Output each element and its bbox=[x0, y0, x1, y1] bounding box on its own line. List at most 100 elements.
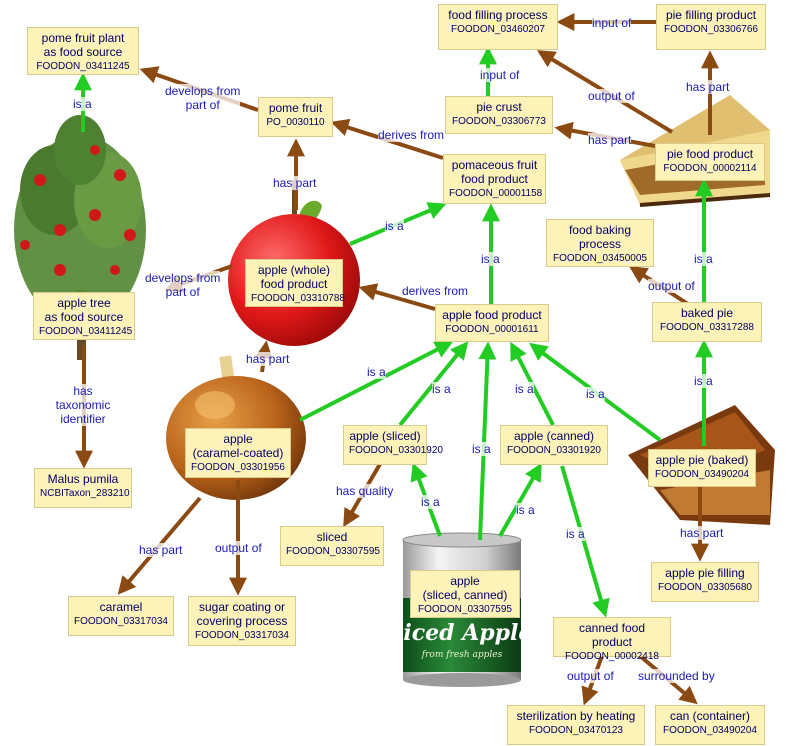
node-id: FOODON_03317034 bbox=[195, 630, 289, 641]
node-id: FOODON_03306766 bbox=[664, 24, 758, 35]
edge-label-is-a: is a bbox=[367, 365, 386, 379]
node-id: FOODON_03301956 bbox=[191, 462, 285, 473]
edge-is-a bbox=[299, 341, 454, 422]
node-pomaceous-fruit-food-product[interactable]: pomaceous fruit food product FOODON_0000… bbox=[443, 154, 546, 204]
node-label: pome fruit bbox=[268, 101, 323, 115]
edge-label-output-of: output of bbox=[588, 89, 635, 103]
edge-label-surrounded-by: surrounded by bbox=[638, 669, 715, 683]
node-label: can (container) bbox=[669, 709, 751, 723]
node-label: apple (sliced) bbox=[349, 429, 421, 443]
node-label: pomaceous fruit food product bbox=[451, 158, 538, 186]
apple-tree-illustration bbox=[14, 115, 146, 360]
edge-label-has-part: has part bbox=[139, 543, 183, 557]
node-id: FOODON_03307595 bbox=[418, 604, 512, 615]
node-apple-tree[interactable]: apple tree as food source FOODON_0341124… bbox=[33, 292, 135, 340]
node-id: FOODON_00001158 bbox=[449, 188, 543, 199]
node-id: NCBITaxon_283210 bbox=[40, 488, 130, 499]
node-id: FOODON_03450005 bbox=[553, 253, 647, 264]
node-id: FOODON_03317034 bbox=[74, 616, 168, 627]
node-label: baked pie bbox=[680, 306, 734, 320]
node-label: canned food product bbox=[578, 621, 646, 649]
edges bbox=[74, 13, 719, 706]
node-id: FOODON_03490204 bbox=[663, 725, 757, 736]
node-apple-pie-baked[interactable]: apple pie (baked) FOODON_03490204 bbox=[648, 449, 756, 487]
node-apple-food-product[interactable]: apple food product FOODON_00001611 bbox=[435, 304, 549, 342]
node-pome-fruit-plant[interactable]: pome fruit plant as food source FOODON_0… bbox=[27, 27, 139, 75]
node-id: FOODON_03411245 bbox=[39, 326, 133, 337]
node-id: FOODON_00002418 bbox=[565, 651, 659, 662]
node-id: FOODON_03460207 bbox=[451, 24, 545, 35]
edge-label-has-quality: has quality bbox=[336, 484, 394, 498]
edge-label-has-part: has part bbox=[273, 176, 317, 190]
node-label: apple (canned) bbox=[513, 429, 595, 443]
edge-label-derives-from: derives from bbox=[378, 128, 445, 142]
node-label: caramel bbox=[99, 600, 143, 614]
node-label: apple (whole) food product bbox=[257, 263, 331, 291]
node-label: food baking process bbox=[568, 223, 632, 251]
edge-label-is-a: is a bbox=[586, 387, 605, 401]
node-label: pie crust bbox=[476, 100, 522, 114]
node-label: apple pie (baked) bbox=[655, 453, 749, 467]
node-sliced[interactable]: sliced FOODON_03307595 bbox=[280, 526, 384, 566]
node-pie-food-product[interactable]: pie food product FOODON_00002114 bbox=[655, 143, 765, 181]
node-food-filling-process[interactable]: food filling process FOODON_03460207 bbox=[438, 4, 558, 50]
node-id: FOODON_03490204 bbox=[655, 469, 749, 480]
can-tagline-text: from fresh apples bbox=[421, 650, 503, 660]
edge-label-input-of: input of bbox=[480, 68, 520, 82]
can-brand-text: Sliced Apples bbox=[379, 620, 545, 646]
node-apple-whole-food-product[interactable]: apple (whole) food product FOODON_033107… bbox=[245, 259, 345, 307]
node-id: FOODON_03301920 bbox=[507, 445, 601, 456]
node-sugar-coating-process[interactable]: sugar coating or covering process FOODON… bbox=[188, 596, 296, 646]
node-label: sliced bbox=[316, 530, 348, 544]
edge-label-develops-from: develops from part of bbox=[165, 84, 241, 112]
node-id: FOODON_03305680 bbox=[658, 582, 752, 593]
node-label: sugar coating or covering process bbox=[196, 600, 288, 628]
edge-label-is-a: is a bbox=[385, 219, 404, 233]
node-apple-pie-filling[interactable]: apple pie filling FOODON_03305680 bbox=[651, 562, 759, 602]
edge-label-input-of: input of bbox=[592, 16, 632, 30]
node-can-container[interactable]: can (container) FOODON_03490204 bbox=[655, 705, 765, 745]
node-baked-pie[interactable]: baked pie FOODON_03317288 bbox=[652, 302, 762, 342]
edge-label-is-a: is a bbox=[515, 382, 534, 396]
node-pie-filling-product[interactable]: pie filling product FOODON_03306766 bbox=[656, 4, 766, 50]
node-pome-fruit[interactable]: pome fruit PO_0030110 bbox=[258, 97, 333, 137]
edge-label-derives-from: derives from bbox=[402, 284, 469, 298]
node-label: apple (sliced, canned) bbox=[422, 574, 508, 602]
node-id: FOODON_03307595 bbox=[286, 546, 380, 557]
node-pie-crust[interactable]: pie crust FOODON_03306773 bbox=[445, 96, 553, 134]
node-caramel[interactable]: caramel FOODON_03317034 bbox=[68, 596, 174, 636]
edge-label-is-a: is a bbox=[694, 374, 713, 388]
edge-label-is-a: is a bbox=[432, 382, 451, 396]
node-id: FOODON_03306773 bbox=[452, 116, 546, 127]
edge-label-develops-from: develops from part of bbox=[145, 271, 221, 299]
node-label: sterilization by heating bbox=[516, 709, 636, 723]
node-label: apple pie filling bbox=[665, 566, 745, 580]
node-malus-pumila[interactable]: Malus pumila NCBITaxon_283210 bbox=[34, 468, 132, 508]
node-id: PO_0030110 bbox=[266, 117, 325, 128]
node-apple-sliced[interactable]: apple (sliced) FOODON_03301920 bbox=[343, 425, 443, 465]
node-canned-food-product[interactable]: canned food product FOODON_00002418 bbox=[553, 617, 671, 662]
edge-label-is-a: is a bbox=[694, 252, 713, 266]
edge-is-a bbox=[498, 462, 542, 537]
edge-label-has-taxonomic-identifier: has taxonomic identifier bbox=[52, 384, 114, 426]
node-apple-canned[interactable]: apple (canned) FOODON_03301920 bbox=[500, 425, 608, 465]
edge-derives-from bbox=[358, 283, 436, 311]
edge-label-is-a: is a bbox=[516, 503, 535, 517]
node-id: FOODON_00001611 bbox=[445, 324, 539, 335]
edge-label-has-part: has part bbox=[588, 133, 632, 147]
node-id: FOODON_03470123 bbox=[529, 725, 623, 736]
node-label: apple food product bbox=[442, 308, 542, 322]
edge-label-output-of: output of bbox=[648, 279, 695, 293]
node-apple-caramel-coated[interactable]: apple (caramel-coated) FOODON_03301956 bbox=[185, 428, 291, 478]
node-label: apple (caramel-coated) bbox=[192, 432, 284, 460]
edge-label-is-a: is a bbox=[566, 527, 585, 541]
node-label: pie filling product bbox=[665, 8, 757, 22]
edge-label-has-part: has part bbox=[686, 80, 730, 94]
node-apple-sliced-canned[interactable]: apple (sliced, canned) FOODON_03307595 bbox=[410, 570, 520, 618]
node-id: FOODON_03310788 bbox=[251, 293, 345, 304]
node-sterilization-by-heating[interactable]: sterilization by heating FOODON_03470123 bbox=[507, 705, 645, 745]
node-food-baking-process[interactable]: food baking process FOODON_03450005 bbox=[546, 219, 654, 267]
node-id: FOODON_03411245 bbox=[36, 61, 130, 72]
edge-label-has-part: has part bbox=[680, 526, 724, 540]
edge-label-is-a: is a bbox=[73, 97, 92, 111]
